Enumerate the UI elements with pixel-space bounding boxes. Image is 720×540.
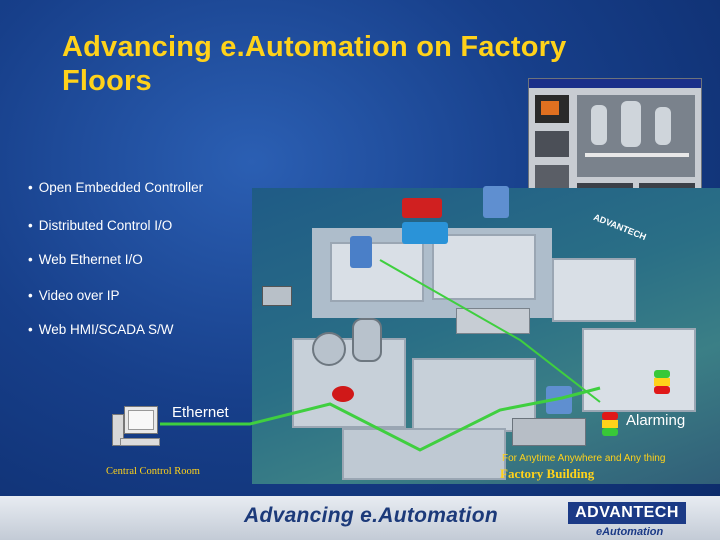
alarming-label: Alarming [626, 412, 686, 429]
bullet-web-hmi-scada: •Web HMI/SCADA S/W [28, 322, 174, 337]
controller-device-icon [402, 198, 442, 218]
controller-device-icon [456, 308, 530, 334]
bullet-web-ethernet-io: •Web Ethernet I/O [28, 252, 143, 267]
footer-tagline: Advancing e.Automation [244, 504, 498, 527]
bullet-open-embedded-controller: •Open Embedded Controller [28, 180, 204, 195]
central-control-room-label: Central Control Room [106, 466, 200, 477]
factory-illustration [252, 188, 720, 484]
bullet-video-over-ip: •Video over IP [28, 288, 120, 303]
alarm-light-icon [602, 412, 618, 436]
computer-workstation-icon [112, 406, 160, 446]
alarm-light-icon [654, 370, 670, 394]
ethernet-label: Ethernet [172, 404, 229, 421]
anytime-anywhere-label: For Anytime Anywhere and Any thing [502, 453, 666, 464]
controller-device-icon [512, 418, 586, 446]
brand-subtitle: eAutomation [596, 526, 664, 538]
brand-logo-box [568, 502, 686, 524]
controller-device-icon [402, 222, 448, 244]
factory-building-label: Factory Building [500, 466, 595, 481]
camera-icon [262, 286, 292, 306]
brand-logo: ADVANTECH [575, 504, 679, 521]
slide-title: Advancing e.Automation on Factory Floors [62, 31, 567, 97]
bullet-distributed-control-io: •Distributed Control I/O [28, 218, 173, 233]
controller-device-icon [350, 236, 372, 268]
controller-device-icon [483, 186, 509, 218]
